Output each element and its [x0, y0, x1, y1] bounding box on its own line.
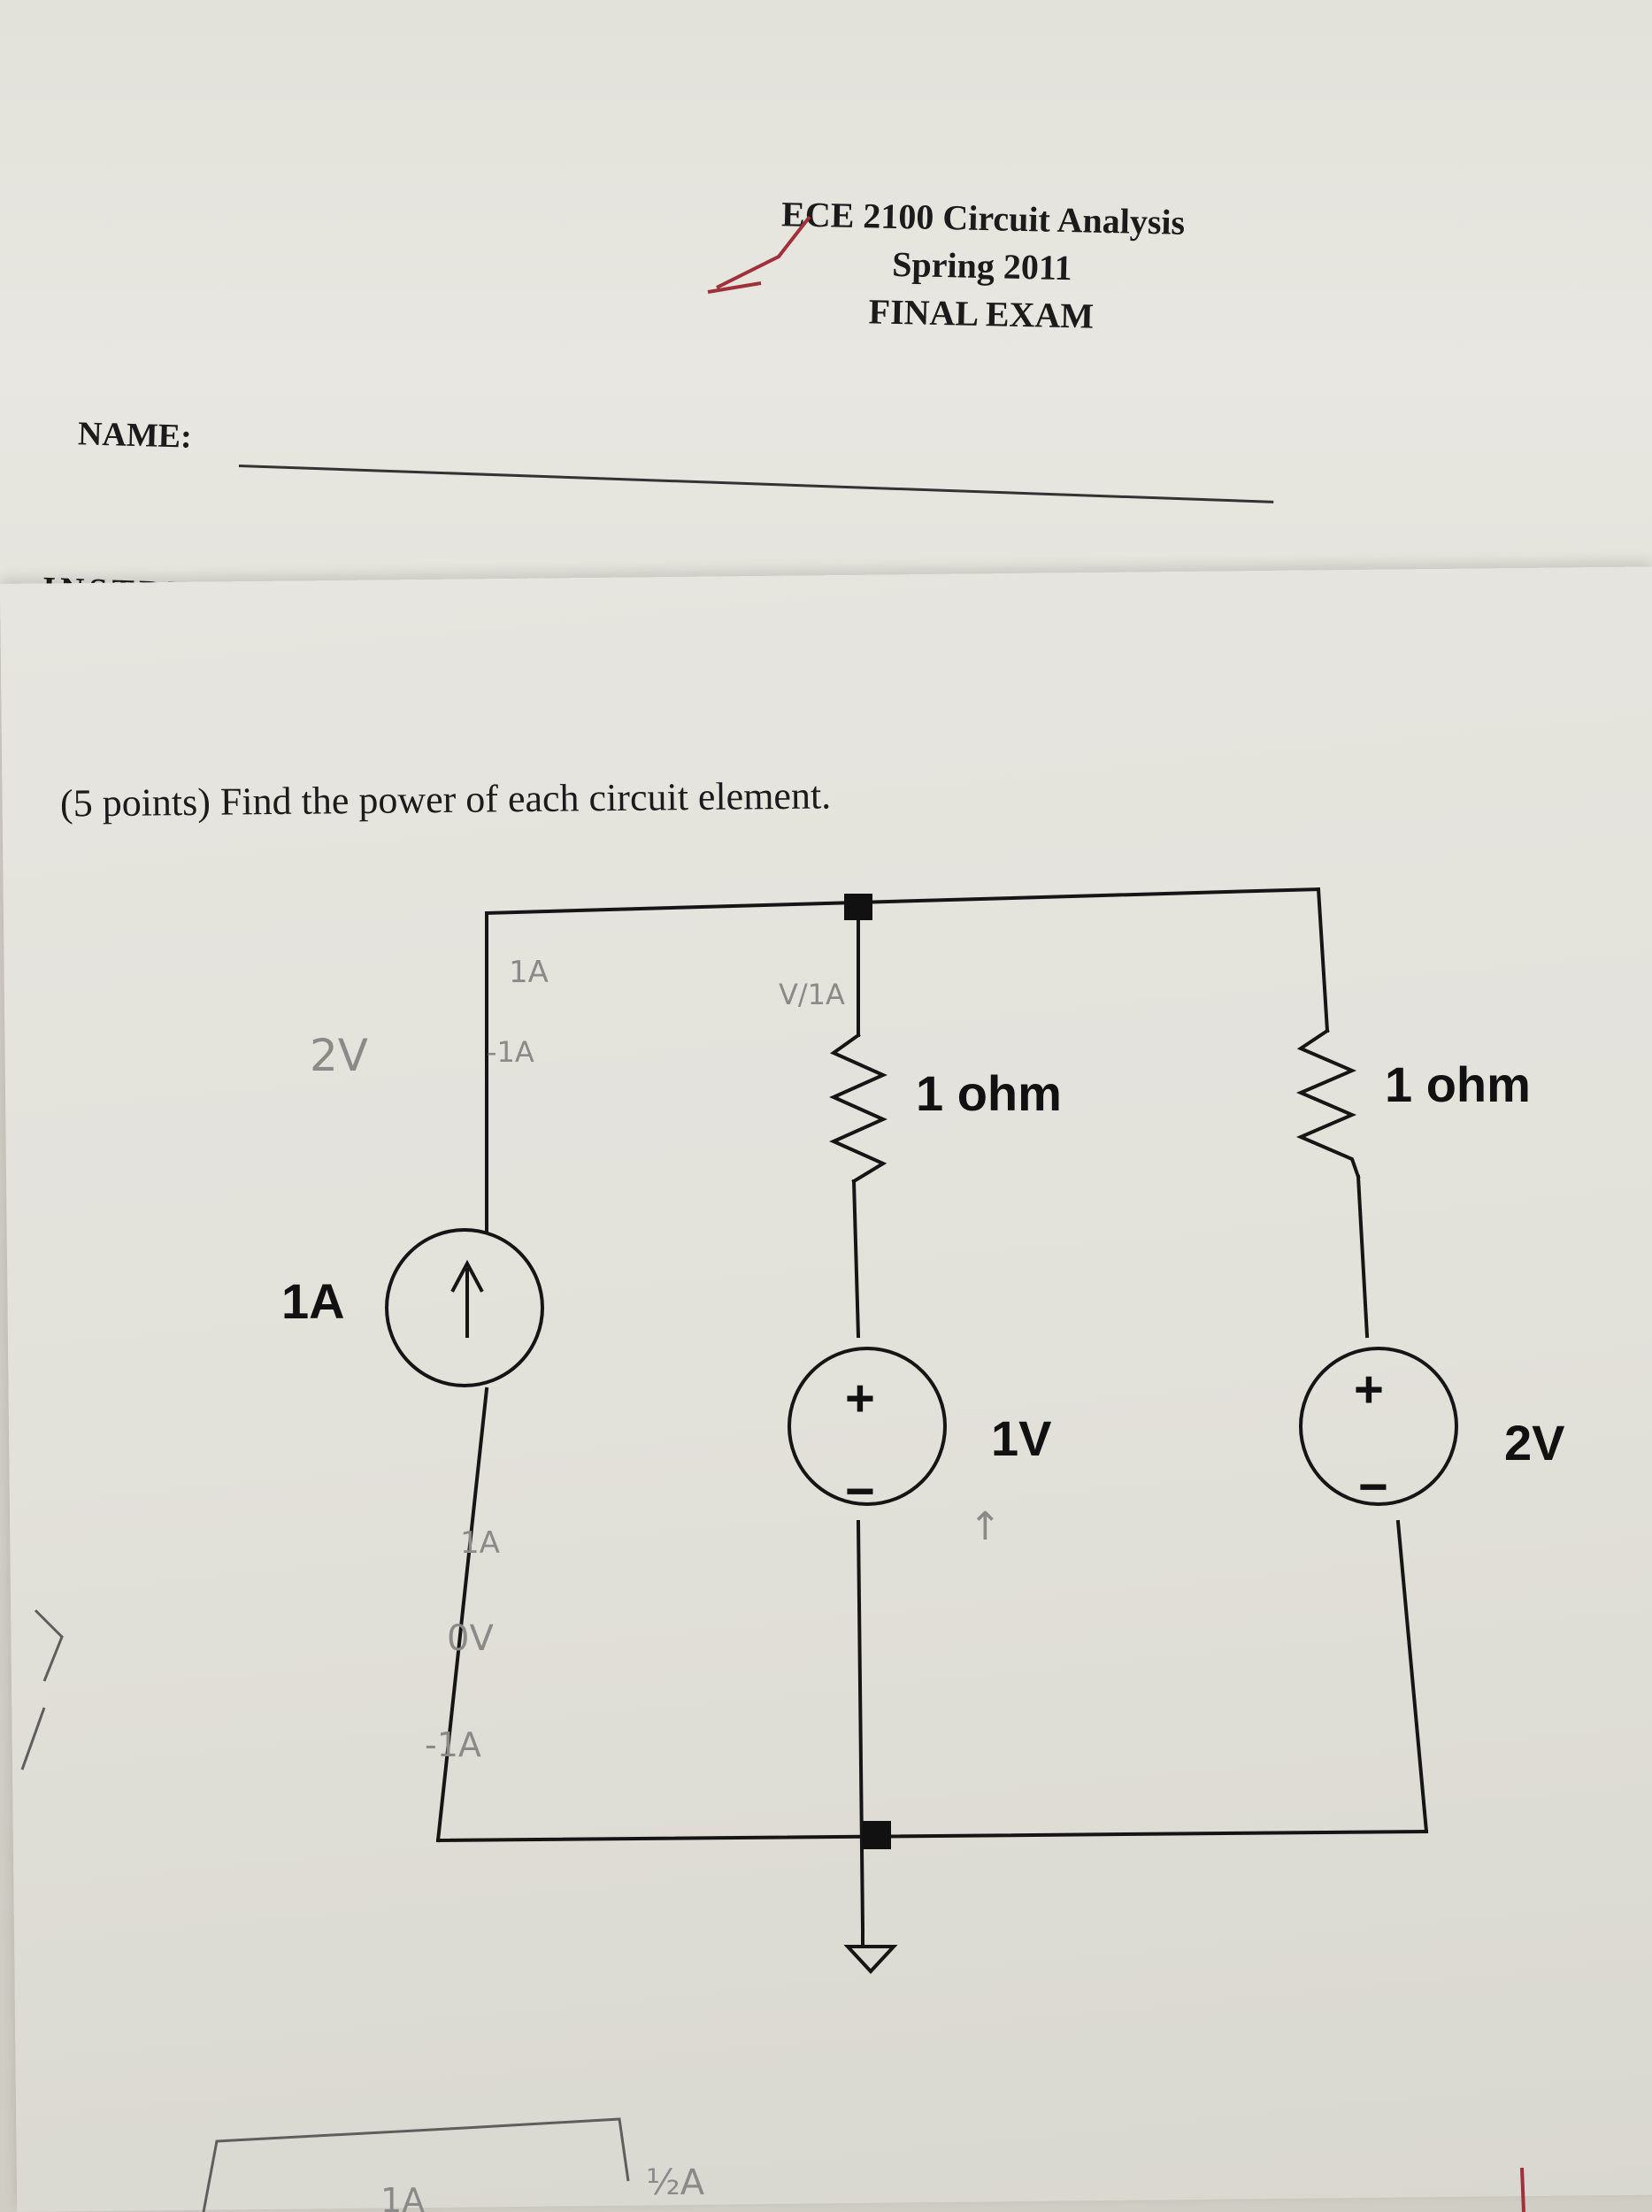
ground-symbol — [843, 1927, 898, 1974]
right-wire-mid — [1356, 1174, 1370, 1339]
source-2v-label: 2V — [1504, 1415, 1565, 1471]
red-pen-mark — [707, 215, 1525, 2212]
middle-wire-mid — [851, 1179, 861, 1339]
voltage-source-2v — [1299, 1347, 1458, 1506]
resistor-right-label: 1 ohm — [1385, 1056, 1531, 1112]
top-node — [844, 894, 872, 920]
pencil-note-under-1a: 1A — [460, 1525, 500, 1561]
pencil-note-v1a: V/1A — [779, 978, 845, 1011]
voltage-source-1v — [788, 1347, 947, 1506]
up-arrow-icon — [450, 1259, 484, 1338]
pencil-margin-mark — [20, 1609, 64, 1770]
current-source-label: 1A — [281, 1273, 345, 1329]
pencil-arrow-note: ↑ — [969, 1504, 1002, 1549]
left-wire-bottom — [435, 1386, 489, 1843]
minus-sign-1v: − — [845, 1463, 875, 1520]
right-wire-bottom — [1395, 1519, 1429, 1834]
top-wire — [484, 887, 1321, 916]
current-source — [385, 1228, 544, 1387]
right-wire-top — [1316, 887, 1330, 1033]
plus-sign-1v: + — [845, 1370, 875, 1427]
bottom-wire — [435, 1829, 1429, 1843]
right-resistor — [1295, 1028, 1361, 1179]
pencil-sketch-wire — [202, 2117, 630, 2212]
pencil-note-1a: 1A — [509, 955, 549, 990]
source-1v-label: 1V — [991, 1410, 1052, 1466]
pencil-note-2v: 2V — [310, 1030, 368, 1081]
red-pen-stroke — [707, 215, 811, 294]
pencil-note-under-0v: 0V — [447, 1618, 494, 1659]
plus-sign-2v: + — [1354, 1361, 1384, 1418]
red-pen-stroke-bottom — [1520, 2167, 1525, 2212]
pencil-sketch-bottom — [20, 1609, 630, 2212]
pencil-note-under-neg1a: -1A — [425, 1725, 481, 1764]
pencil-note-bottom-1a: 1A — [380, 2181, 425, 2212]
minus-sign-2v: − — [1358, 1458, 1388, 1516]
bottom-node — [863, 1821, 891, 1849]
middle-resistor — [829, 1033, 887, 1184]
pencil-note-bottom-half-a: ½A — [646, 2162, 705, 2203]
pencil-note-neg1a: -1A — [487, 1035, 534, 1069]
resistor-middle-label: 1 ohm — [916, 1065, 1062, 1121]
middle-wire-bottom — [856, 1519, 865, 1932]
back-exam-sheet — [0, 0, 1652, 619]
